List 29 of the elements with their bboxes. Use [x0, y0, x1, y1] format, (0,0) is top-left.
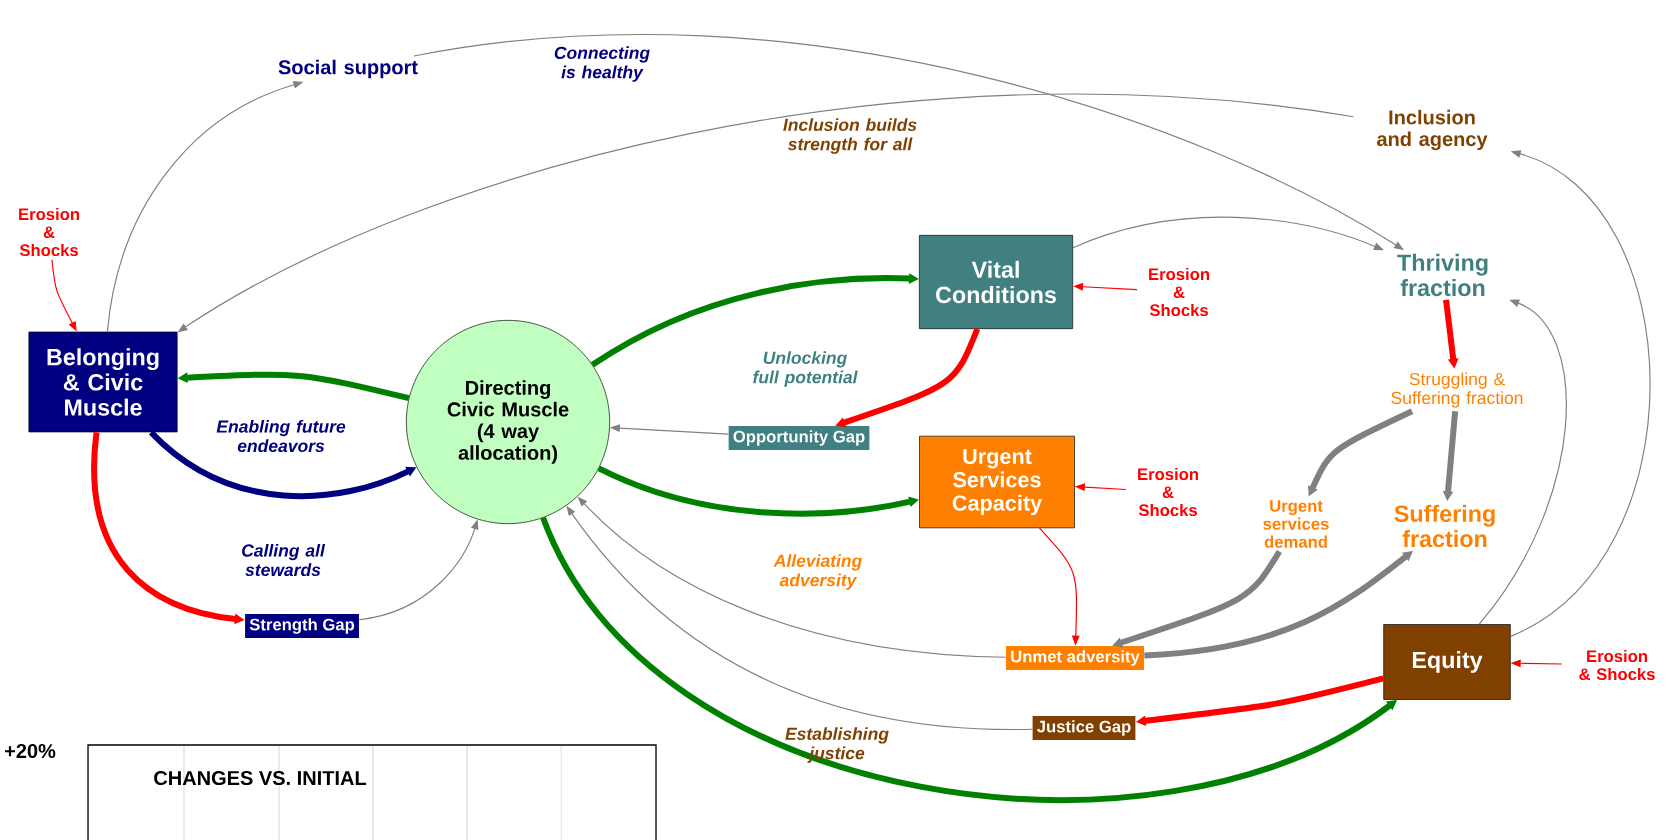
chart-title: CHANGES VS. INITIAL: [154, 770, 367, 786]
node-label: Suffering fraction: [1394, 504, 1495, 548]
connector-line: [1510, 150, 1651, 637]
loop-label: Unlocking full potential: [753, 351, 858, 387]
gap-box: Justice Gap: [1032, 716, 1136, 740]
gap-box: Unmet adversity: [1006, 646, 1144, 670]
loop-label: Calling all stewards: [242, 543, 326, 577]
stock-box: Equity: [1383, 624, 1511, 700]
shock-label: Erosion & Shocks: [1579, 649, 1655, 681]
loop-label: Alleviating adversity: [773, 554, 862, 590]
loop-label: Connecting is healthy: [554, 46, 650, 82]
axis-tick-label: +20%: [5, 743, 56, 759]
loop-label: Establishing justice: [785, 727, 889, 763]
node-label: Thriving fraction: [1397, 253, 1488, 297]
node-label: Struggling & Suffering fraction: [1391, 372, 1523, 408]
node-label: Urgent services demand: [1263, 500, 1329, 548]
node-label: Inclusion and agency: [1377, 109, 1488, 151]
stock-box: Vital Conditions: [919, 235, 1073, 329]
gap-box: Opportunity Gap: [728, 426, 870, 450]
stock-box: Urgent Services Capacity: [919, 435, 1075, 529]
gap-box: Strength Gap: [245, 614, 359, 638]
shock-label: Erosion & Shocks: [1149, 267, 1209, 317]
stock-box: Belonging & Civic Muscle: [28, 331, 178, 433]
node-label: Social support: [278, 59, 418, 79]
shock-label: Erosion & Shocks: [19, 207, 79, 257]
connector-line: [1478, 299, 1567, 625]
loop-label: Inclusion builds strength for all: [783, 118, 917, 154]
loop-label: Enabling future endeavors: [216, 419, 346, 453]
shock-label: Erosion & Shocks: [1138, 467, 1198, 517]
